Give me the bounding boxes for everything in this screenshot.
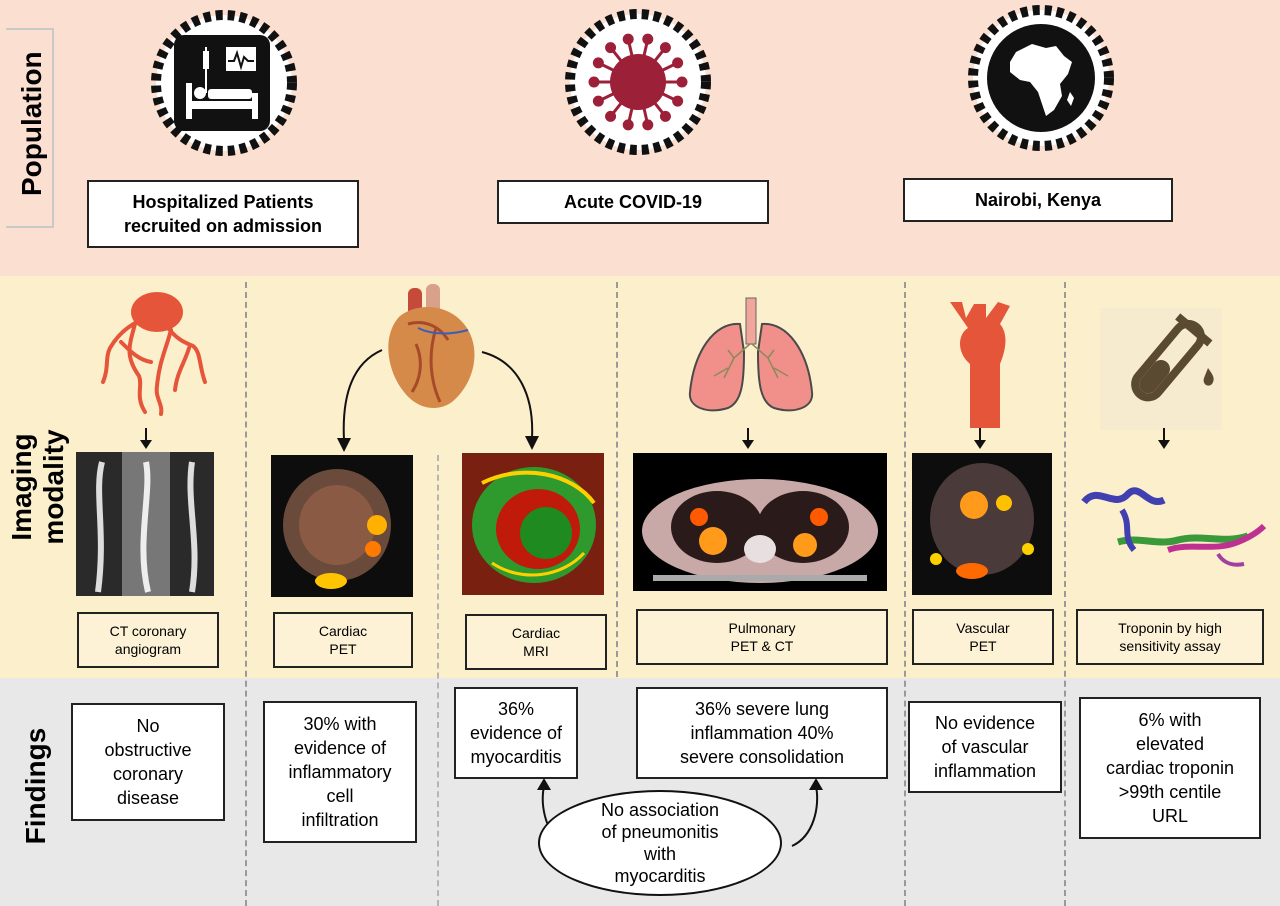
location-box: Nairobi, Kenya (903, 178, 1173, 222)
finding-line: evidence of (469, 723, 563, 743)
lungs-icon (688, 297, 814, 412)
finding-line: cell (326, 786, 354, 806)
modality-box-pulmonary: Pulmonary PET & CT (636, 609, 888, 665)
modality-line1: Pulmonary (728, 620, 796, 636)
column-divider-pet-mri (437, 455, 439, 906)
findings-row-label: Findings (20, 727, 51, 845)
cardiac-pet-image (271, 455, 413, 597)
modality-line2: PET & CT (730, 638, 794, 654)
association-line: of pneumonitis (601, 822, 719, 842)
modality-box-vascular: Vascular PET (912, 609, 1054, 665)
association-line: myocarditis (614, 866, 706, 886)
virus-icon (565, 9, 711, 155)
finding-line: severe consolidation (679, 747, 845, 767)
hospital-bed-icon (151, 10, 297, 156)
finding-line: inflammatory (288, 762, 392, 782)
africa-map-icon (968, 5, 1114, 151)
column-divider-2 (616, 282, 618, 677)
cardiac-mri-image (462, 453, 604, 595)
association-line: No association (600, 800, 720, 820)
modality-box-ct-coronary: CT coronary angiogram (77, 612, 219, 668)
modality-line1: Troponin by high (1118, 620, 1222, 636)
finding-line: cardiac troponin (1105, 758, 1235, 778)
coronary-arteries-icon (101, 292, 207, 416)
modality-box-cardiac-mri: Cardiac MRI (465, 614, 607, 670)
heart-branch-arrows (337, 349, 539, 452)
finding-box-pulmonary: 36% severe lung inflammation 40% severe … (636, 687, 888, 779)
troponin-protein-icon (1081, 487, 1267, 567)
heart-icon (388, 284, 475, 408)
finding-line: 30% with (303, 714, 377, 734)
pulmonary-pet-ct-image (633, 453, 887, 591)
imaging-row-label: Imaging modality (6, 397, 70, 577)
finding-line: 36% severe lung (694, 699, 830, 719)
finding-line: inflammation 40% (690, 723, 834, 743)
arrow-down-icon (974, 428, 986, 449)
modality-line1: Vascular (956, 620, 1010, 636)
finding-line: myocarditis (470, 747, 562, 767)
finding-line: No (136, 716, 160, 736)
finding-line: URL (1151, 806, 1188, 826)
population-label-tab (6, 28, 54, 228)
finding-line: inflammation (933, 761, 1037, 781)
ct-angiogram-image (76, 452, 214, 596)
hospitalized-patients-box: Hospitalized Patients recruited on admis… (87, 180, 359, 248)
association-ellipse: No association of pneumonitis with myoca… (538, 790, 782, 896)
finding-line: elevated (1135, 734, 1205, 754)
hospitalized-line1: Hospitalized Patients (132, 192, 314, 212)
arrow-down-icon (1158, 428, 1170, 449)
column-divider-3 (904, 282, 906, 906)
finding-box-vascular: No evidence of vascular inflammation (908, 701, 1062, 793)
arrow-down-icon (742, 428, 754, 449)
finding-box-cardiac-pet: 30% with evidence of inflammatory cell i… (263, 701, 417, 843)
modality-line2: MRI (523, 643, 549, 659)
finding-line: No evidence (934, 713, 1036, 733)
column-divider-1 (245, 282, 247, 906)
finding-line: infiltration (301, 810, 379, 830)
finding-line: evidence of (293, 738, 387, 758)
modality-line2: angiogram (114, 641, 182, 657)
modality-line1: Cardiac (318, 623, 368, 639)
finding-line: >99th centile (1118, 782, 1222, 802)
hospitalized-line2: recruited on admission (123, 216, 323, 236)
finding-box-ct-coronary: No obstructive coronary disease (71, 703, 225, 821)
finding-line: disease (116, 788, 180, 808)
finding-line: obstructive (104, 740, 192, 760)
modality-box-troponin: Troponin by high sensitivity assay (1076, 609, 1264, 665)
modality-line2: sensitivity assay (1119, 638, 1221, 654)
acute-covid-box: Acute COVID-19 (497, 180, 769, 224)
imaging-label-line1: Imaging (6, 433, 37, 541)
finding-line: 6% with (1138, 710, 1202, 730)
finding-line: coronary (112, 764, 184, 784)
finding-box-cardiac-mri: 36% evidence of myocarditis (454, 687, 578, 779)
modality-line1: CT coronary (109, 623, 187, 639)
aorta-icon (950, 302, 1010, 428)
modality-line1: Cardiac (511, 625, 561, 641)
modality-line2: PET (329, 641, 357, 657)
column-divider-4 (1064, 282, 1066, 906)
association-line: with (643, 844, 676, 864)
imaging-label-line2: modality (38, 429, 69, 545)
population-row-label: Population (16, 51, 47, 196)
test-tube-icon (1100, 308, 1222, 430)
modality-box-cardiac-pet: Cardiac PET (273, 612, 413, 668)
vascular-pet-image (912, 453, 1052, 595)
finding-box-troponin: 6% with elevated cardiac troponin >99th … (1079, 697, 1261, 839)
finding-line: 36% (497, 699, 535, 719)
modality-line2: PET (969, 638, 997, 654)
arrow-down-icon (140, 428, 152, 449)
finding-line: of vascular (941, 737, 1029, 757)
